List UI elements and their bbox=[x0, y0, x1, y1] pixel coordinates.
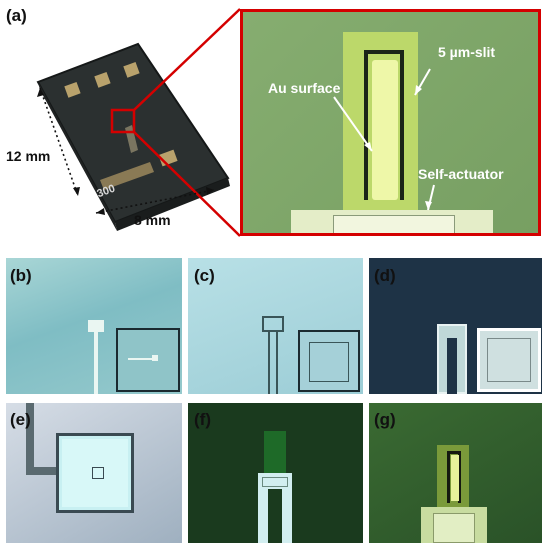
au-surface bbox=[372, 60, 398, 200]
micrograph-e bbox=[6, 403, 182, 543]
micrograph-c bbox=[188, 258, 363, 394]
dimension-width: 8 mm bbox=[134, 212, 171, 228]
panel-label-e: (e) bbox=[10, 410, 31, 429]
micrograph-d bbox=[369, 258, 542, 394]
gold-pad bbox=[64, 81, 81, 98]
chip-lead bbox=[100, 162, 154, 190]
panel-label-c: (c) bbox=[194, 266, 215, 285]
panel-label-f: (f) bbox=[194, 410, 211, 429]
callout-box bbox=[110, 108, 136, 134]
panel-label-g: (g) bbox=[374, 410, 396, 429]
callout-line-top bbox=[133, 8, 241, 111]
panel-label-a: (a) bbox=[6, 6, 27, 25]
label-self-actuator: Self-actuator bbox=[418, 166, 504, 182]
micrograph-g bbox=[369, 403, 542, 543]
micrograph-f bbox=[188, 403, 363, 543]
label-au-surface: Au surface bbox=[268, 80, 341, 96]
label-slit: 5 µm-slit bbox=[438, 44, 496, 60]
panel-label-b: (b) bbox=[10, 266, 32, 285]
inset-micrograph bbox=[240, 9, 541, 236]
micrograph-b bbox=[6, 258, 182, 394]
dim-line-width bbox=[95, 189, 215, 214]
chip-photo bbox=[36, 8, 241, 237]
dimension-height: 12 mm bbox=[6, 148, 51, 164]
chip-edge bbox=[115, 178, 230, 231]
gold-pad bbox=[123, 61, 140, 78]
chip-side bbox=[38, 82, 117, 231]
callout-line-bottom bbox=[133, 131, 241, 237]
gold-pad bbox=[94, 71, 111, 88]
dim-line-height bbox=[39, 87, 79, 197]
slit-outline bbox=[364, 50, 404, 200]
panel-label-d: (d) bbox=[374, 266, 396, 285]
